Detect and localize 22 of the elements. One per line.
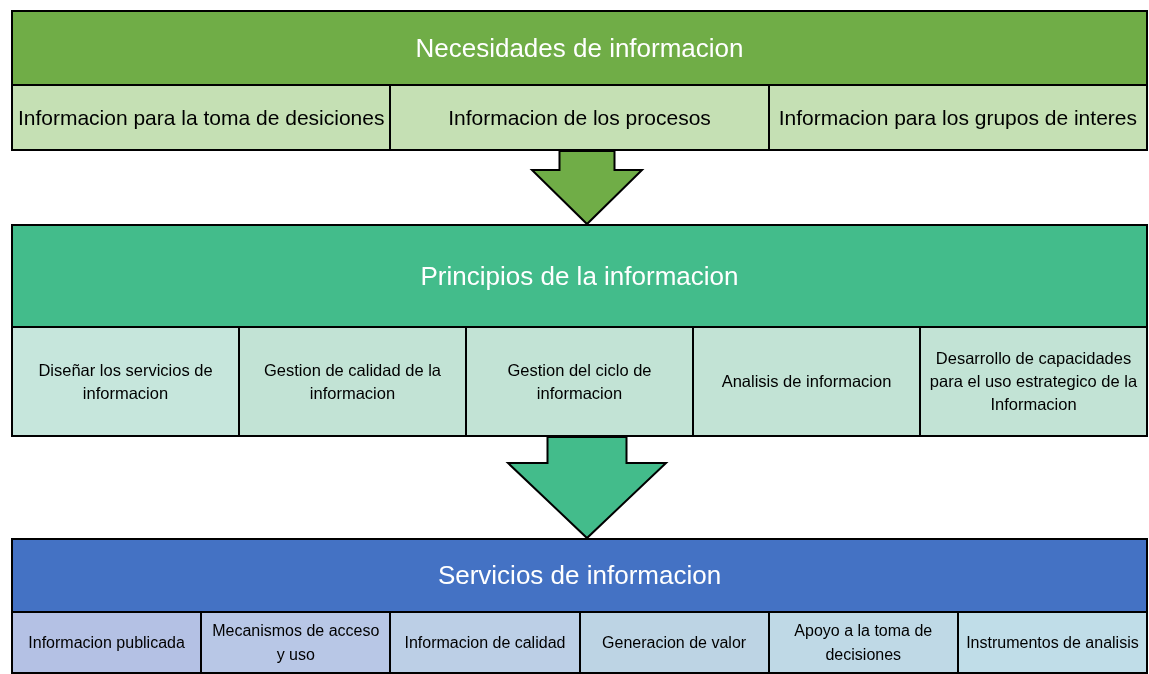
category-box: Generacion de valor [578, 611, 768, 672]
category-box: Apoyo a la toma de decisiones [767, 611, 957, 672]
category-box: Gestion del ciclo de informacion [465, 326, 692, 435]
category-box: Mecanismos de acceso y uso [200, 611, 390, 672]
category-box: Instrumentos de analisis [956, 611, 1147, 672]
section-title: Necesidades de informacion [415, 31, 744, 65]
section-band [11, 538, 1148, 674]
section-title: Servicios de informacion [437, 559, 722, 592]
category-box: Gestion de calidad de la informacion [238, 326, 465, 435]
block-arrow [529, 150, 645, 226]
section-title: Principios de la informacion [420, 259, 739, 293]
category-box: Desarrollo de capacidades para el uso estrategico de la Informacion [919, 326, 1146, 435]
category-box: Informacion de los procesos [389, 84, 768, 149]
category-box: Informacion para la toma de desiciones [13, 84, 390, 149]
section-band [11, 10, 1148, 151]
category-box: Informacion para los grupos de interes [767, 84, 1146, 149]
block-arrow [505, 436, 669, 540]
category-box: Diseñar los servicios de informacion [13, 326, 238, 435]
section-band [11, 224, 1148, 437]
category-box: Informacion publicada [13, 611, 201, 672]
category-box: Analisis de informacion [692, 326, 919, 435]
category-box: Informacion de calidad [389, 611, 579, 672]
